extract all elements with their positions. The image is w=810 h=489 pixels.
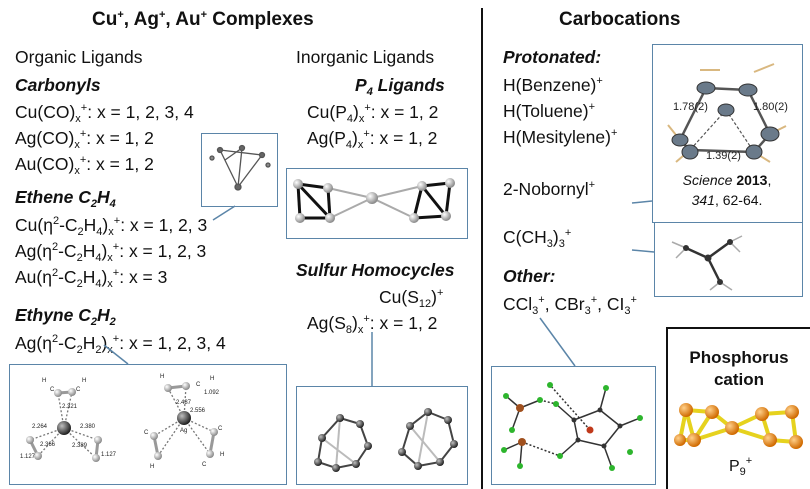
tbutyl-molecule [685, 240, 731, 283]
ethene-item: Au(η2-C2H4)x+: x = 3 [15, 267, 168, 290]
other-item: CCl3+, CBr3+, CI3+ [503, 294, 637, 317]
svg-text:Ag: Ag [180, 428, 187, 434]
ethene-heading: Ethene C2H4 [15, 187, 116, 210]
carbonyl-item: Au(CO)x+: x = 1, 2 [15, 154, 154, 177]
svg-text:1.092: 1.092 [204, 390, 220, 396]
svg-text:2.556: 2.556 [190, 408, 206, 414]
svg-text:H: H [210, 376, 214, 382]
nobornyl-label: 2-Nobornyl+ [503, 179, 596, 199]
svg-text:2.380: 2.380 [80, 424, 96, 430]
svg-text:2.389: 2.389 [72, 443, 88, 449]
benzene-bonds [678, 86, 772, 154]
carbonyls-heading: Carbonyls [15, 75, 101, 95]
svg-text:2.321: 2.321 [62, 404, 78, 410]
ethene-item: Ag(η2-C2H4)x+: x = 1, 2, 3 [15, 241, 207, 264]
svg-text:H: H [42, 378, 46, 384]
phosphorus-atoms [674, 403, 803, 449]
svg-text:1.39(2): 1.39(2) [706, 150, 741, 162]
svg-text:H: H [160, 374, 164, 380]
ethene-item: Cu(η2-C2H4)x+: x = 1, 2, 3 [15, 215, 208, 238]
science-citation: Science 2013, 341, 62-64. [682, 172, 772, 209]
svg-text:2.487: 2.487 [176, 400, 192, 406]
svg-text:1.127: 1.127 [101, 452, 117, 458]
svg-text:C: C [218, 426, 223, 432]
right-panel-title: Carbocations [559, 9, 681, 30]
sulfur-item: Ag(S8)x+: x = 1, 2 [307, 313, 438, 336]
phosphorus-title: Phosphorus cation [689, 348, 789, 390]
protonated-item: H(Benzene)+ [503, 75, 603, 95]
svg-text:H: H [220, 452, 224, 458]
tbutyl-atoms [683, 239, 733, 285]
inorganic-ligands-heading: Inorganic Ligands [296, 47, 435, 67]
phosphorus-frame-top [666, 327, 810, 329]
svg-text:2.264: 2.264 [32, 424, 48, 430]
left-panel-title: Cu+, Ag+, Au+ Complexes [92, 9, 314, 30]
protonated-heading: Protonated: [503, 47, 602, 67]
svg-text:2.366: 2.366 [40, 442, 56, 448]
p4-item: Cu(P4)x+: x = 1, 2 [307, 102, 439, 125]
ethyne-item: Ag(η2-C2H2)x+: x = 1, 2, 3, 4 [15, 333, 226, 356]
svg-text:H: H [150, 464, 154, 470]
organic-ligands-heading: Organic Ligands [15, 47, 143, 67]
ethyne-atoms [26, 382, 218, 462]
sulfur-heading: Sulfur Homocycles [296, 260, 455, 280]
carbonyl-molecule [209, 144, 271, 191]
carbonyl-item: Cu(CO)x+: x = 1, 2, 3, 4 [15, 102, 194, 125]
phosphorus-frame-left [666, 327, 668, 489]
tbutyl-label: C(CH3)3+ [503, 227, 572, 250]
svg-text:1.127: 1.127 [20, 454, 36, 460]
ethyne-structure-box [9, 364, 287, 485]
sulfur-item: Cu(S12)+ [379, 287, 444, 310]
svg-text:H: H [82, 378, 86, 384]
carbonyl-item: Ag(CO)x+: x = 1, 2 [15, 128, 154, 151]
ethyne-structure-labels: H C C H 2.321 2.264 2.380 2.366 2.389 1.… [20, 374, 224, 470]
p4-atoms [293, 178, 455, 223]
panel-divider [481, 8, 483, 489]
other-structure-box [491, 366, 656, 485]
p4-molecule [296, 181, 452, 220]
svg-text:C: C [202, 462, 207, 468]
ethyne-heading: Ethyne C2H2 [15, 305, 116, 328]
benzene-labels: 1.78(2) 1.80(2) 1.39(2) [673, 101, 788, 162]
protonated-item: H(Mesitylene)+ [503, 127, 618, 147]
connector-lines [103, 200, 655, 386]
svg-text:1.80(2): 1.80(2) [753, 101, 788, 113]
other-molecule-atoms [501, 382, 643, 471]
svg-text:1.78(2): 1.78(2) [673, 101, 708, 113]
svg-text:C: C [50, 387, 55, 393]
other-heading: Other: [503, 266, 556, 286]
svg-text:C: C [144, 430, 149, 436]
p4-heading: P4 Ligands [355, 75, 445, 98]
svg-text:C: C [196, 382, 201, 388]
tbutyl-structure-box [654, 222, 803, 297]
protonated-item: H(Toluene)+ [503, 101, 596, 121]
sulfur-atoms [314, 408, 458, 472]
sulfur-molecule [317, 410, 456, 470]
svg-text:C: C [76, 387, 81, 393]
p4-item: Ag(P4)x+: x = 1, 2 [307, 128, 438, 151]
phosphorus-formula: P9+ [729, 455, 753, 478]
benzene-atoms [671, 81, 780, 160]
